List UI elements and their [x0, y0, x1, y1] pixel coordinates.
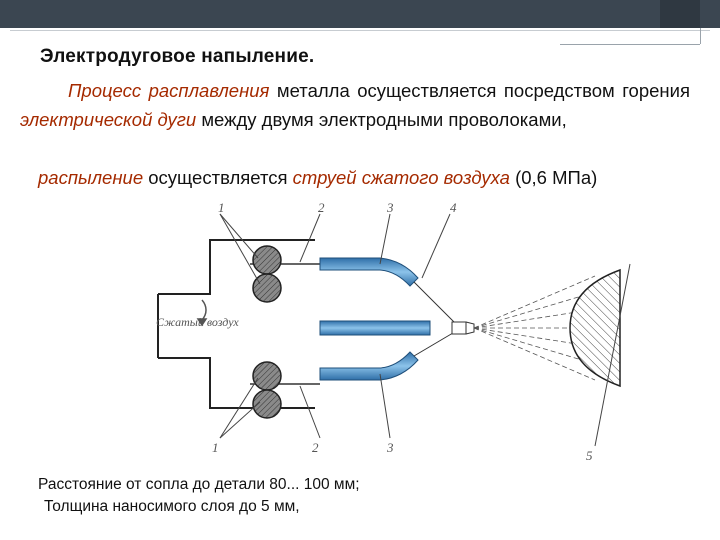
term-compressed-air-jet: струей сжатого воздуха	[292, 167, 510, 188]
paragraph-text: (0,6 МПа)	[509, 167, 598, 188]
leader-lines	[219, 213, 631, 447]
slide-title: Электродуговое напыление.	[40, 46, 315, 67]
label-1-top: 1	[218, 200, 225, 215]
header-divider	[10, 30, 710, 31]
electrode-tube-top	[319, 257, 419, 287]
feed-rollers-bottom	[252, 361, 282, 419]
paragraph-text: осуществляется	[143, 167, 293, 188]
diagram-labels: 1 2 3 4 1 2 3 5	[212, 200, 593, 463]
term-melting-process: Процесс расплавления	[68, 80, 270, 101]
label-3-bottom: 3	[386, 440, 394, 455]
footer-distance: Расстояние от сопла до детали 80... 100 …	[38, 476, 360, 493]
label-3-top: 3	[386, 200, 394, 215]
workpiece	[569, 268, 621, 388]
paragraph-melting: Процесс расплавления металла осуществляе…	[20, 76, 690, 134]
paragraph-spraying: распыление осуществляется струей сжатого…	[20, 163, 690, 192]
arc-zone	[413, 281, 475, 357]
paragraph-text: между двумя электродными проволоками,	[196, 109, 567, 130]
spray-cone	[473, 275, 596, 381]
label-5: 5	[586, 448, 593, 463]
frame-line	[560, 44, 700, 45]
frame-corner	[700, 28, 701, 44]
footer-thickness: Толщина наносимого слоя до 5 мм,	[44, 498, 300, 515]
term-electric-arc: электрической дуги	[20, 109, 197, 130]
term-spraying: распыление	[38, 167, 144, 188]
label-2-bottom: 2	[312, 440, 319, 455]
label-4-top: 4	[450, 200, 457, 215]
electrode-tube-bottom	[319, 351, 419, 381]
paragraph-text: металла осуществляется посредством горен…	[269, 80, 690, 101]
air-nozzle	[319, 320, 431, 336]
header-tab	[660, 0, 700, 28]
arc-spray-diagram: Сжатый воздух 1 2 3 4 1 2 3 5	[156, 200, 631, 463]
air-label: Сжатый воздух	[156, 315, 239, 329]
label-1-bottom: 1	[212, 440, 219, 455]
header-bar	[0, 0, 720, 28]
feed-rollers-top	[252, 245, 282, 303]
air-flow-arrow	[196, 299, 208, 327]
label-2-top: 2	[318, 200, 325, 215]
